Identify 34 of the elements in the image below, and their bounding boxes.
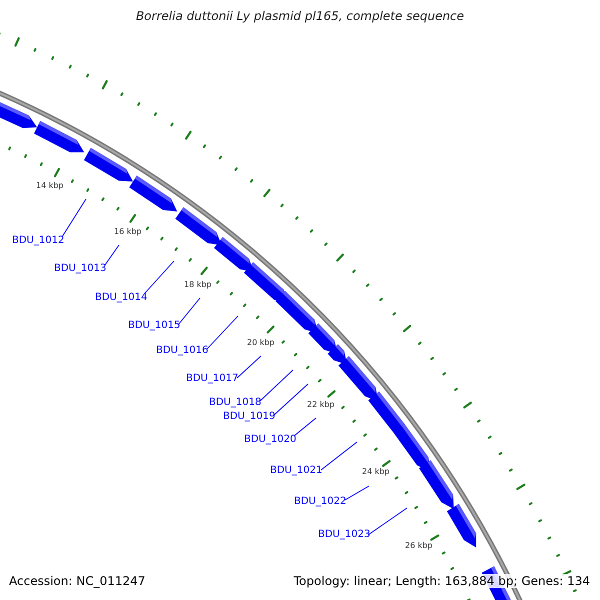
leader-line xyxy=(368,508,408,536)
scale-label: 18 kbp xyxy=(184,280,212,290)
gene-label: BDU_1015 xyxy=(128,320,180,332)
leader-line xyxy=(274,384,308,416)
leader-line xyxy=(236,356,262,378)
title: Borrelia duttonii Ly plasmid pl165, complete sequence xyxy=(134,9,466,24)
gene-label: BDU_1012 xyxy=(12,235,64,247)
leader-line xyxy=(206,316,238,350)
scale-label: 24 kbp xyxy=(362,467,390,477)
gene-label: BDU_1018 xyxy=(209,397,262,409)
scale-label: 26 kbp xyxy=(405,541,433,551)
gene-label: BDU_1019 xyxy=(223,411,276,423)
leader-line xyxy=(144,260,174,294)
gene-label: BDU_1013 xyxy=(54,263,106,275)
scale-label: 16 kbp xyxy=(114,227,142,237)
gene-label: BDU_1017 xyxy=(186,373,238,385)
footer-text: Topology: linear; Length: 163,884 bp; Genes: 134 xyxy=(294,574,590,588)
gene-label: BDU_1021 xyxy=(270,465,322,477)
scale-label: 14 kbp xyxy=(36,181,64,191)
scale-label: 20 kbp xyxy=(247,338,275,348)
leader-line xyxy=(178,298,200,326)
gene-label: BDU_1016 xyxy=(156,345,208,357)
gene-label: BDU_1023 xyxy=(318,529,370,541)
gene-label: BDU_1022 xyxy=(294,496,346,508)
footer-text: Accession: NC_011247 xyxy=(9,574,146,588)
leader-line xyxy=(260,370,294,402)
leader-line xyxy=(62,198,86,238)
leader-line xyxy=(344,486,370,500)
leader-line xyxy=(294,418,316,436)
leader-line xyxy=(320,442,358,470)
scale-label: 22 kbp xyxy=(307,400,335,410)
gene-label: BDU_1020 xyxy=(244,434,296,446)
leader-line xyxy=(104,244,120,266)
gene-label: BDU_1014 xyxy=(95,292,148,304)
